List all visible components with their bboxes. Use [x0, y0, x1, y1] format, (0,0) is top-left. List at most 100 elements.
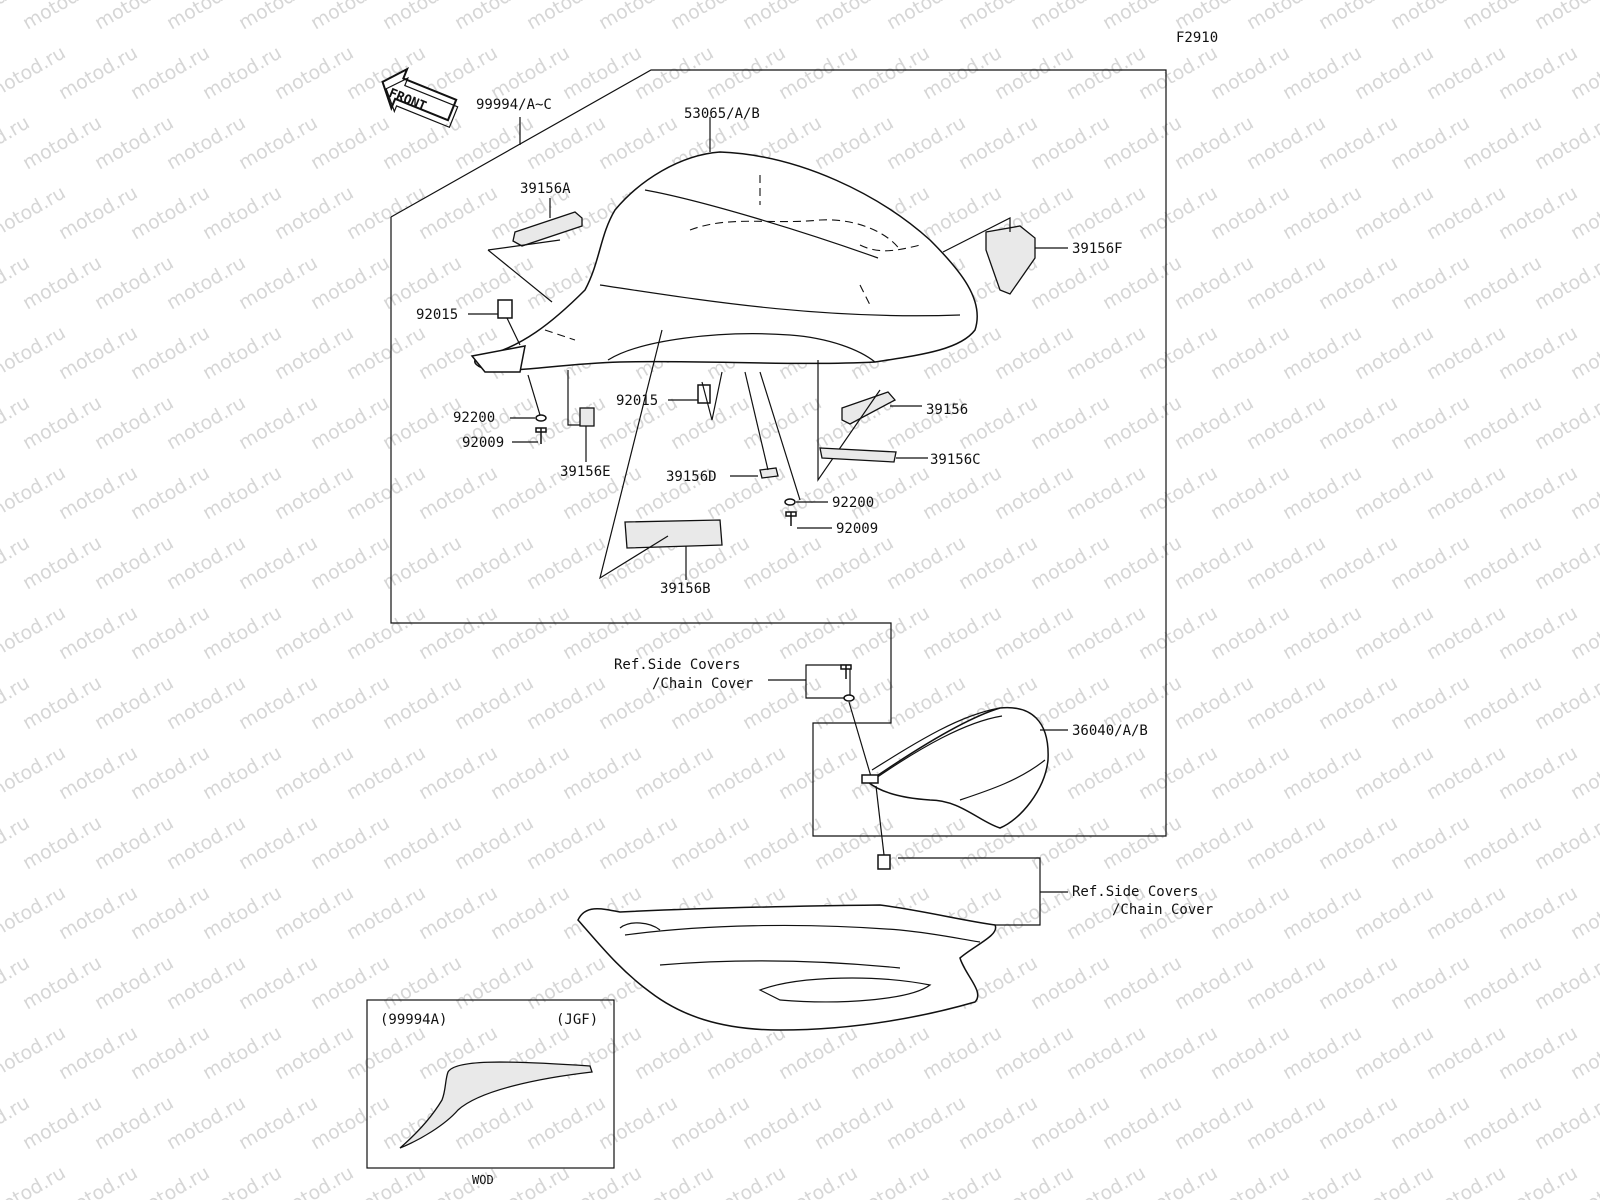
watermark-text: motod.ru — [307, 812, 393, 875]
inset-market: (JGF) — [556, 1012, 599, 1028]
watermark-text: motod.ru — [1387, 812, 1473, 875]
watermark-text: motod.ru — [271, 182, 357, 245]
tab-left-shape — [470, 345, 526, 373]
watermark-text: motod.ru — [1423, 322, 1509, 385]
watermark-text: motod.ru — [811, 112, 897, 175]
watermark-text: motod.ru — [559, 742, 645, 805]
watermark-text: motod.ru — [991, 42, 1077, 105]
watermark-text: motod.ru — [1243, 952, 1329, 1015]
watermark-text: motod.ru — [1495, 602, 1581, 665]
watermark-text: motod.ru — [199, 742, 285, 805]
watermark-text: motod.ru — [919, 1022, 1005, 1085]
watermark-text: motod.ru — [1423, 182, 1509, 245]
pad-39156D-shape — [759, 467, 779, 479]
watermark-text: motod.ru — [739, 532, 825, 595]
watermark-text: motod.ru — [307, 112, 393, 175]
watermark-text: motod.ru — [379, 952, 465, 1015]
watermark-text: motod.ru — [235, 672, 321, 735]
watermark-text: motod.ru — [1099, 1092, 1185, 1155]
label-92009-left: 92009 — [462, 435, 505, 451]
watermark-text: motod.ru — [451, 812, 537, 875]
watermark-text: motod.ru — [19, 952, 105, 1015]
watermark-text: motod.ru — [199, 602, 285, 665]
watermark-text: motod.ru — [55, 182, 141, 245]
watermark-text: motod.ru — [1315, 1092, 1401, 1155]
watermark-text: motod.ru — [703, 42, 789, 105]
watermark-text: motod.ru — [883, 112, 969, 175]
watermark-text: motod.ru — [127, 1022, 213, 1085]
watermark-text: motod.ru — [271, 1022, 357, 1085]
watermark-text: motod.ru — [1207, 1022, 1293, 1085]
watermark-text: motod.ru — [1495, 742, 1581, 805]
watermark-text: motod.ru — [919, 462, 1005, 525]
watermark-text: motod.ru — [1207, 322, 1293, 385]
ref-bolt-shape — [840, 664, 852, 679]
watermark-text: motod.ru — [1315, 112, 1401, 175]
watermark-text: motod.ru — [451, 952, 537, 1015]
watermark-text: motod.ru — [739, 1092, 825, 1155]
watermark-text: motod.ru — [1027, 392, 1113, 455]
watermark-text: motod.ru — [1243, 392, 1329, 455]
watermark-text: motod.ru — [235, 812, 321, 875]
watermark-text: motod.ru — [919, 42, 1005, 105]
watermark-text: motod.ru — [0, 882, 69, 945]
watermark-text: motod.ru — [343, 602, 429, 665]
watermark-text: motod.ru — [379, 252, 465, 315]
watermark-text: motod.ru — [523, 672, 609, 735]
watermark-text: motod.ru — [1207, 42, 1293, 105]
watermark-text: motod.ru — [847, 462, 933, 525]
label-36040: 36040/A/B — [1072, 723, 1148, 739]
watermark-text: motod.ru — [163, 252, 249, 315]
watermark-text: motod.ru — [811, 532, 897, 595]
watermark-text: motod.ru — [1351, 322, 1437, 385]
watermark-text: motod.ru — [1135, 602, 1221, 665]
watermark-text: motod.ru — [955, 112, 1041, 175]
watermark-text: motod.ru — [595, 112, 681, 175]
watermark-text: motod.ru — [0, 1162, 69, 1200]
axis-ref-1 — [848, 701, 873, 781]
watermark-text: motod.ru — [271, 602, 357, 665]
watermark-text: motod.ru — [1387, 672, 1473, 735]
watermark-text: motod.ru — [775, 1022, 861, 1085]
watermark-text: motod.ru — [199, 462, 285, 525]
watermark-text: motod.ru — [1315, 252, 1401, 315]
watermark-text: motod.ru — [127, 182, 213, 245]
watermark-text: motod.ru — [199, 1022, 285, 1085]
watermark-text: motod.ru — [1495, 322, 1581, 385]
watermark-text: motod.ru — [415, 182, 501, 245]
watermark-text: motod.ru — [487, 882, 573, 945]
leader-39156A-a — [487, 249, 553, 303]
watermark-text: motod.ru — [991, 1022, 1077, 1085]
watermark-text: motod.ru — [127, 742, 213, 805]
watermark-text: motod.ru — [1279, 182, 1365, 245]
watermark-text: motod.ru — [1351, 462, 1437, 525]
watermark-text: motod.ru — [1315, 392, 1401, 455]
watermark-text: motod.ru — [343, 1022, 429, 1085]
watermark-text: motod.ru — [19, 812, 105, 875]
watermark-text: motod.ru — [1531, 812, 1600, 875]
watermark-text: motod.ru — [991, 602, 1077, 665]
watermark-text: motod.ru — [1315, 952, 1401, 1015]
watermark-text: motod.ru — [307, 672, 393, 735]
watermark-text: motod.ru — [523, 112, 609, 175]
watermark-text: motod.ru — [1171, 1092, 1257, 1155]
watermark-text: motod.ru — [1387, 252, 1473, 315]
label-92200-right: 92200 — [832, 495, 875, 511]
watermark-text: motod.ru — [199, 182, 285, 245]
watermark-text: motod.ru — [1027, 952, 1113, 1015]
watermark-text: motod.ru — [991, 882, 1077, 945]
watermark-text: motod.ru — [1423, 742, 1509, 805]
watermark-text: motod.ru — [1495, 42, 1581, 105]
watermark-text: motod.ru — [883, 1092, 969, 1155]
axis-left-1 — [506, 317, 521, 346]
watermark-text: motod.ru — [1459, 952, 1545, 1015]
watermark-text: motod.ru — [1099, 532, 1185, 595]
watermark-text: motod.ru — [631, 1022, 717, 1085]
watermark-text: motod.ru — [55, 322, 141, 385]
watermark-text: motod.ru — [487, 42, 573, 105]
axis-right — [759, 371, 801, 501]
watermark-text: motod.ru — [1243, 1092, 1329, 1155]
watermark-text: motod.ru — [1027, 532, 1113, 595]
watermark-text: motod.ru — [1279, 742, 1365, 805]
watermark-text: motod.ru — [1387, 112, 1473, 175]
